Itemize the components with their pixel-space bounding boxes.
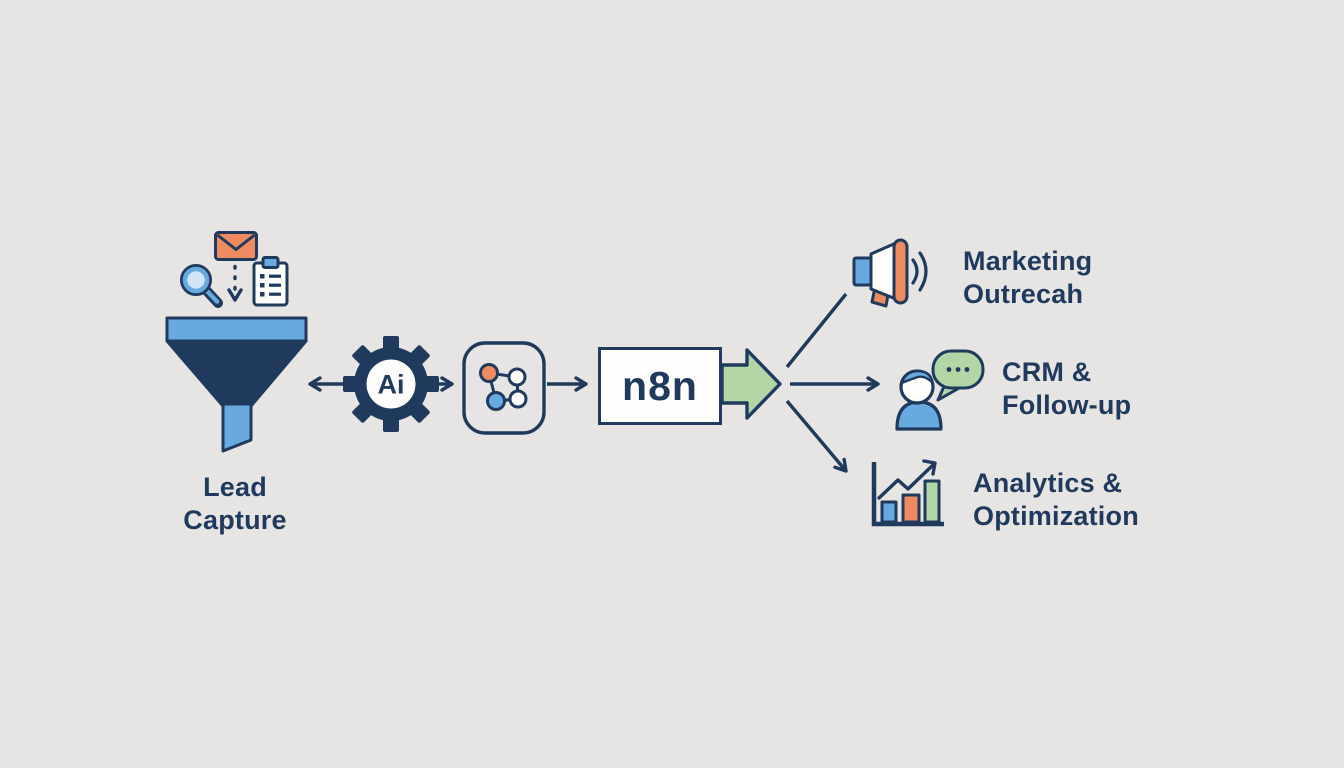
lead-capture-label-line1: Lead bbox=[203, 472, 267, 502]
lead-capture-label: Lead Capture bbox=[150, 471, 320, 537]
marketing-label-line2: Outrecah bbox=[963, 279, 1084, 309]
crm-label-line2: Follow-up bbox=[1002, 390, 1132, 420]
marketing-label-line1: Marketing bbox=[963, 246, 1093, 276]
workflow-nodes-icon bbox=[462, 341, 546, 435]
crm-followup-label: CRM & Follow-up bbox=[1002, 356, 1131, 422]
branch-line-marketing bbox=[785, 292, 848, 369]
person-chat-icon bbox=[895, 349, 985, 431]
bar-chart-icon bbox=[871, 459, 944, 527]
ai-gear-icon: Ai bbox=[343, 336, 439, 432]
funnel-icon bbox=[165, 316, 308, 453]
analytics-optimization-label: Analytics & Optimization bbox=[973, 467, 1139, 533]
n8n-label: n8n bbox=[622, 362, 698, 409]
lead-capture-label-line2: Capture bbox=[183, 505, 287, 535]
ai-gear-label: Ai bbox=[378, 370, 405, 400]
envelope-icon bbox=[214, 231, 258, 261]
clipboard-icon bbox=[252, 256, 289, 307]
branch-line-analytics bbox=[785, 399, 848, 473]
analytics-label-line2: Optimization bbox=[973, 501, 1139, 531]
megaphone-icon bbox=[852, 238, 928, 308]
big-green-arrow-icon bbox=[720, 348, 782, 420]
analytics-label-line1: Analytics & bbox=[973, 468, 1123, 498]
crm-label-line1: CRM & bbox=[1002, 357, 1092, 387]
marketing-outreach-label: Marketing Outrecah bbox=[963, 245, 1092, 311]
n8n-node: n8n bbox=[598, 347, 722, 425]
magnifying-glass-icon bbox=[180, 264, 223, 308]
